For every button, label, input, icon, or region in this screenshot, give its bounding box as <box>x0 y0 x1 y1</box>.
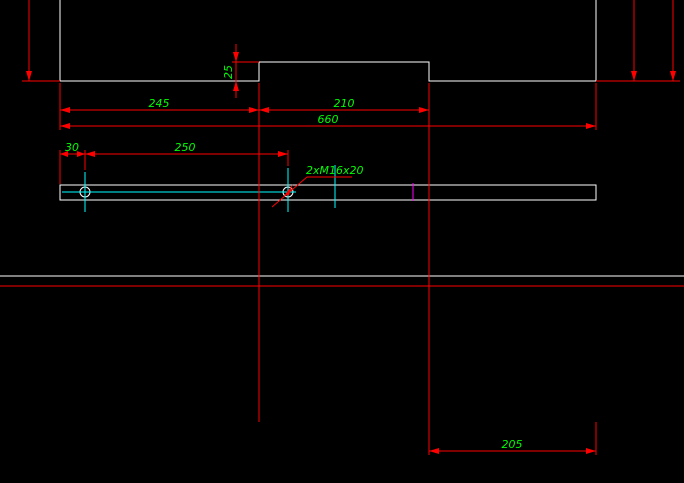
dimension-lines <box>0 0 684 455</box>
dim-label-bottom-span: 205 <box>502 438 523 451</box>
arrow-205-left <box>429 448 439 454</box>
arrow-660-left <box>60 123 70 129</box>
arrow-step-bottom <box>233 81 239 91</box>
dim-label-right-span: 210 <box>334 97 355 110</box>
arrow-left-leader <box>26 71 32 81</box>
dim-label-step-height: 25 <box>222 65 235 79</box>
dim-label-overall-width: 660 <box>318 113 339 126</box>
arrow-250-left <box>85 151 95 157</box>
arrow-210-right <box>419 107 429 113</box>
dim-label-hole-spacing: 250 <box>175 141 196 154</box>
arrow-right-leader-a <box>631 71 637 81</box>
dimension-labels: 25 245 210 660 30 250 2xM16x20 205 <box>65 65 523 451</box>
arrow-210-left <box>259 107 269 113</box>
arrow-thread-leader <box>284 184 293 196</box>
arrow-step-top <box>233 52 239 62</box>
arrowheads <box>26 52 676 454</box>
arrow-250-right <box>278 151 288 157</box>
dim-label-hole-offset: 30 <box>65 141 79 154</box>
arrow-30-right <box>77 151 85 157</box>
arrow-245-left <box>60 107 70 113</box>
arrow-30-left <box>60 151 68 157</box>
upper-profile <box>59 0 597 82</box>
centerlines <box>62 165 336 212</box>
arrow-right-leader-b <box>670 71 676 81</box>
plate-outline <box>59 184 597 201</box>
dim-label-left-span: 245 <box>149 97 170 110</box>
arrow-205-right <box>586 448 596 454</box>
arrow-245-right <box>249 107 259 113</box>
thread-callout-label: 2xM16x20 <box>306 164 364 177</box>
arrow-660-right <box>586 123 596 129</box>
